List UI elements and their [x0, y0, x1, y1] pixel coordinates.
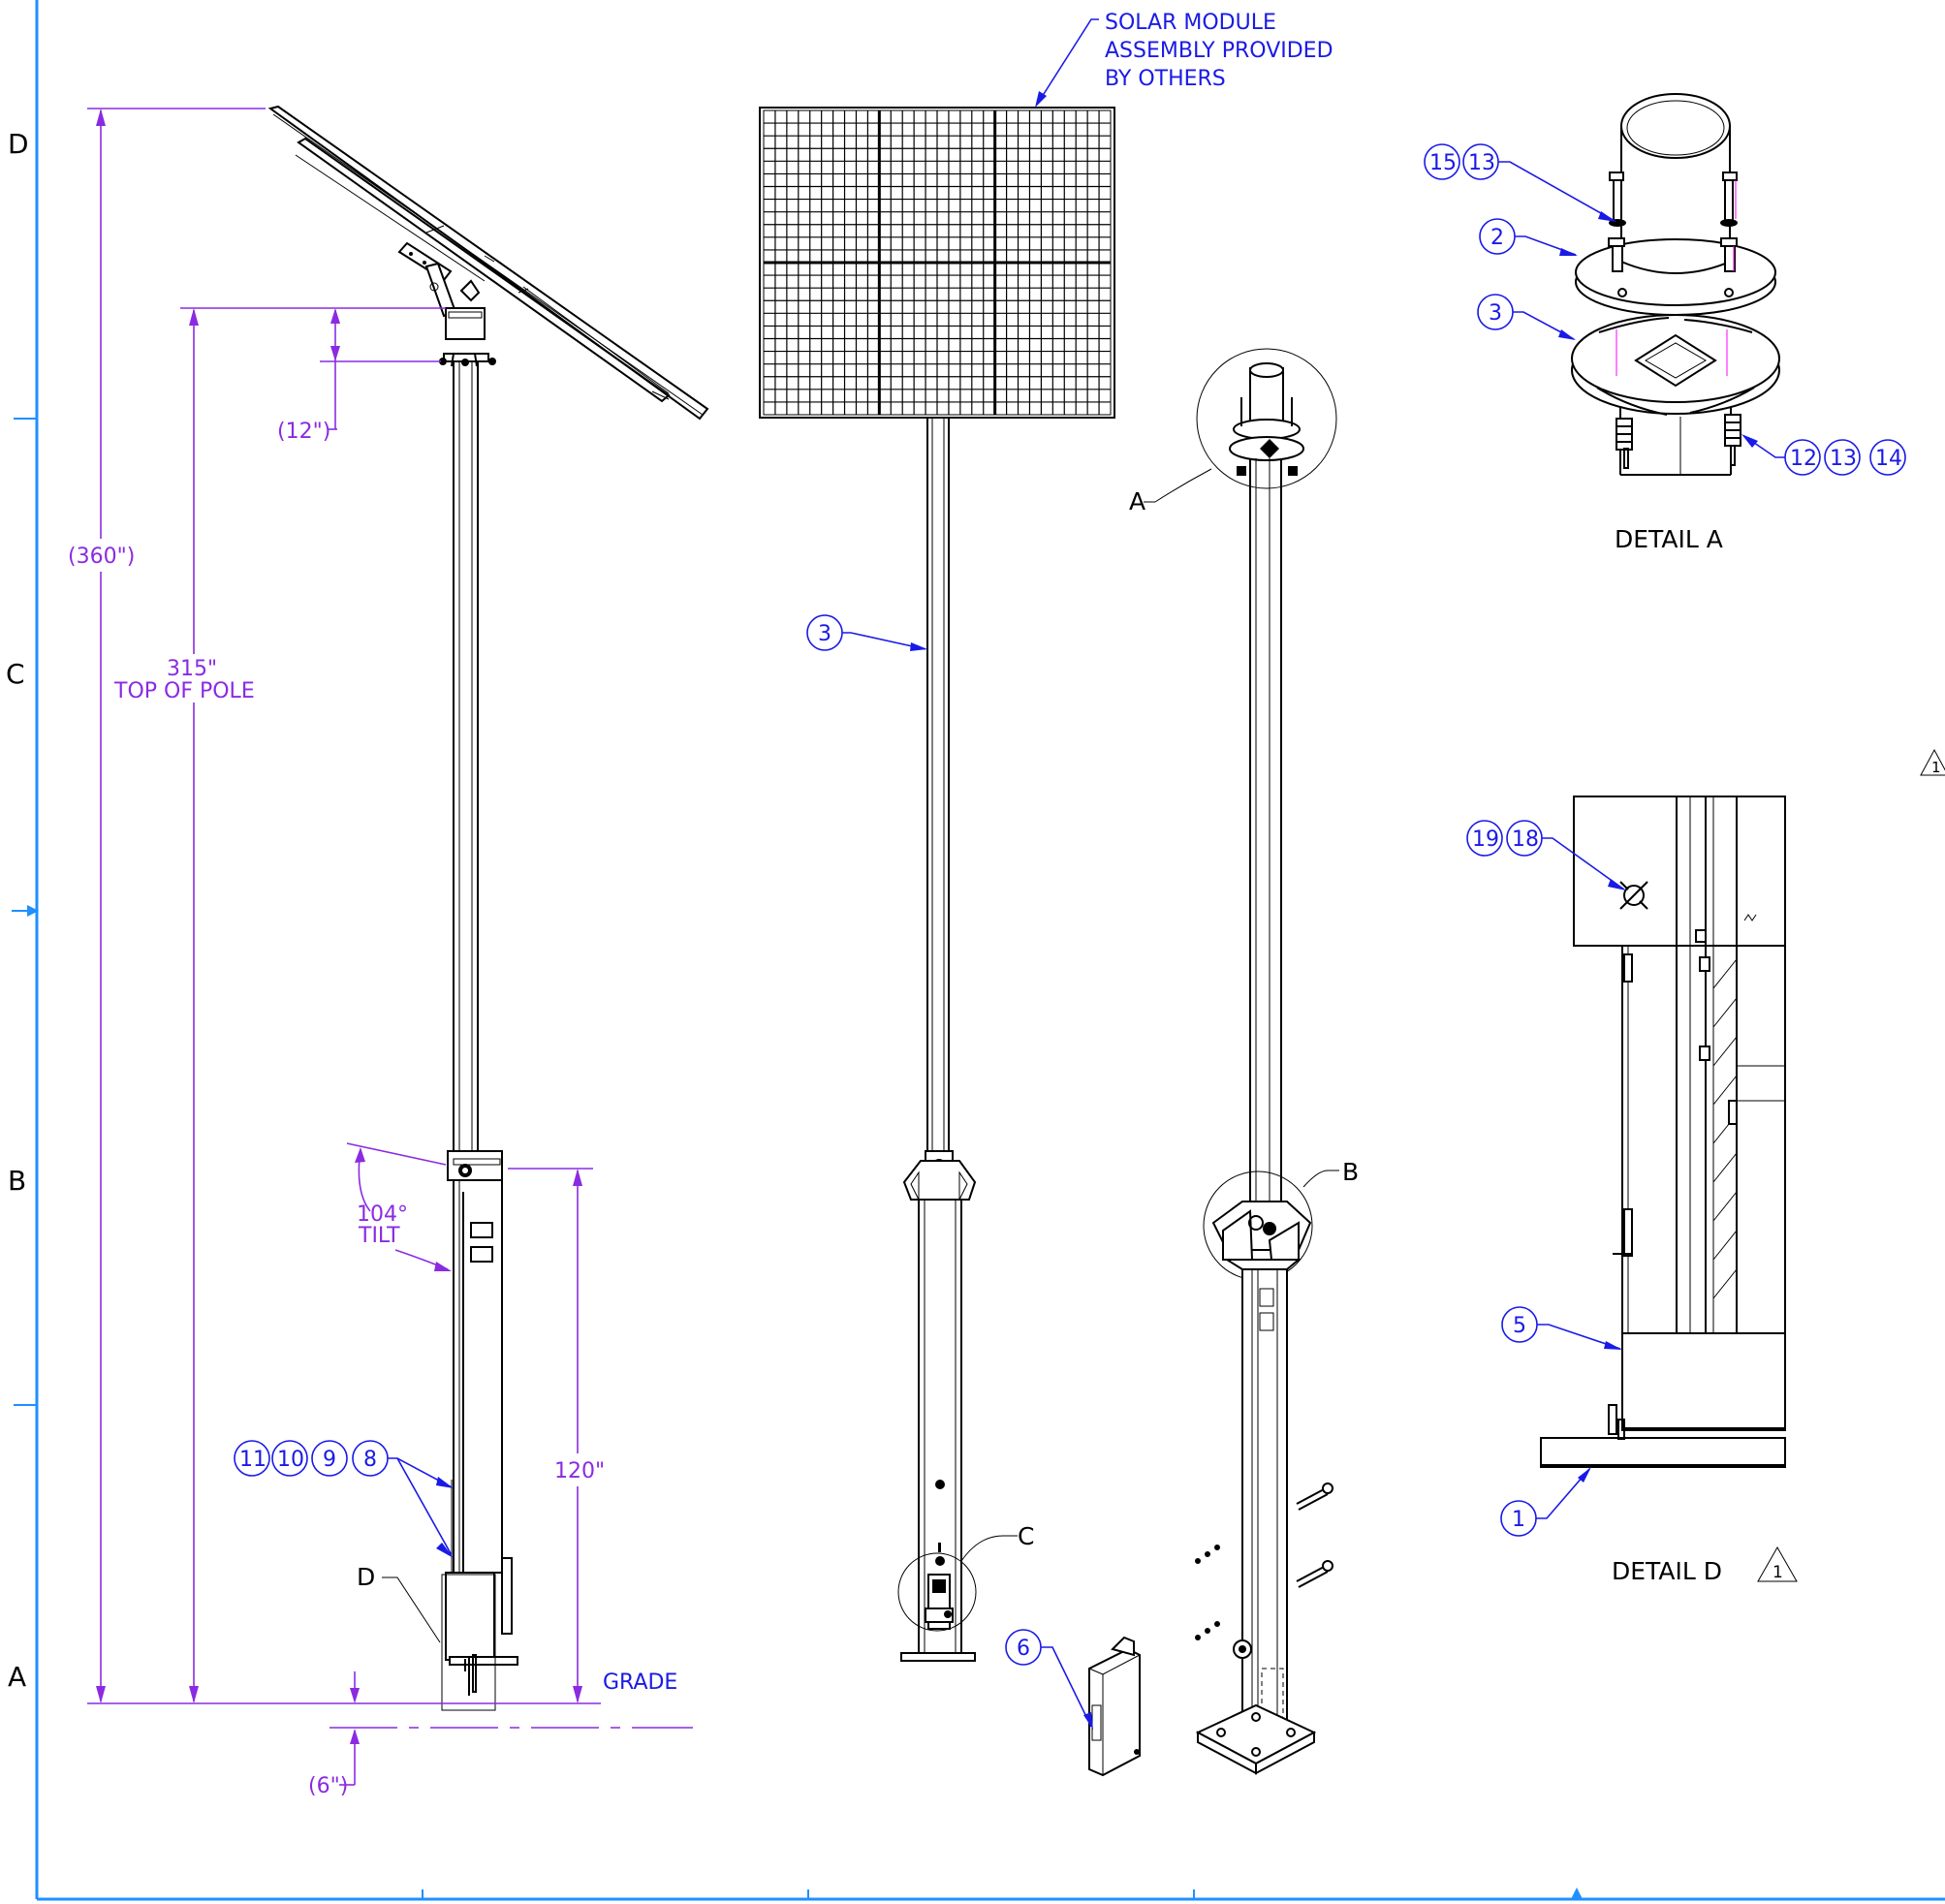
detail-d-revision-triangle: 1	[1757, 1545, 1798, 1582]
zone-label-d: D	[8, 128, 29, 160]
balloon-15: 15	[1429, 151, 1457, 175]
cabinet-height-dim: 120"	[554, 1459, 605, 1483]
pole-height-caption: TOP OF POLE	[113, 679, 255, 703]
solar-cell-grid	[764, 110, 1111, 415]
balloon-8: 8	[363, 1448, 377, 1472]
front-pole-balloon: 3	[806, 614, 927, 651]
balloon-1: 1	[1512, 1508, 1525, 1532]
detail-c-reference: C	[1018, 1522, 1034, 1550]
svg-text:1: 1	[1772, 1563, 1783, 1582]
solar-note-line-2: ASSEMBLY PROVIDED	[1105, 39, 1333, 63]
zone-label-c: C	[6, 658, 25, 690]
bracket-offset-dim: (12")	[277, 420, 330, 444]
edge-revision-triangle: 1	[1920, 748, 1945, 776]
balloon-11: 11	[239, 1448, 267, 1472]
balloon-14: 14	[1875, 447, 1902, 471]
balloon-5: 5	[1513, 1314, 1526, 1338]
overall-height-dim: (360")	[68, 545, 135, 569]
detail-a-title: DETAIL A	[1615, 525, 1723, 553]
grade-label: GRADE	[603, 1670, 677, 1695]
balloon-3-detail: 3	[1489, 301, 1502, 326]
front-view	[759, 107, 1115, 1662]
balloon-2: 2	[1490, 226, 1504, 250]
tilt-angle-dim: 104°	[357, 1202, 408, 1227]
zone-label-b: B	[8, 1165, 26, 1197]
detail-d-balloons: 19 18 5 1	[1466, 820, 1626, 1537]
side-solar-panel	[267, 105, 709, 421]
detail-b-reference: B	[1342, 1158, 1359, 1186]
balloon-10: 10	[277, 1448, 304, 1472]
detail-a-balloons: 15 13 2 3 12 13 14	[1424, 143, 1906, 476]
balloon-18: 18	[1512, 827, 1539, 852]
solar-note-line-1: SOLAR MODULE	[1105, 11, 1276, 35]
balloon-13-upper: 13	[1468, 151, 1495, 175]
balloon-9: 9	[323, 1448, 336, 1472]
balloon-3-pole: 3	[818, 622, 831, 646]
balloon-19: 19	[1472, 827, 1499, 852]
zone-label-a: A	[8, 1661, 26, 1693]
side-hardware-balloons: 11 10 9 8	[234, 1440, 454, 1558]
side-view	[267, 105, 709, 1711]
tilt-caption: TILT	[358, 1224, 400, 1248]
detail-d-reference: D	[357, 1563, 375, 1591]
junction-box: 6	[1005, 1629, 1141, 1777]
balloon-13-lower: 13	[1830, 447, 1857, 471]
drawing-border	[12, 0, 1945, 1901]
balloon-6: 6	[1017, 1637, 1030, 1661]
detail-d-drawing	[1540, 796, 1786, 1468]
solar-note-line-3: BY OTHERS	[1105, 67, 1226, 91]
side-view-dimensions	[66, 108, 693, 1786]
pole-height-dim: 315"	[167, 657, 217, 681]
iso-view	[1144, 348, 1339, 1775]
solar-module-note: SOLAR MODULE ASSEMBLY PROVIDED BY OTHERS	[1035, 11, 1333, 108]
svg-text:1: 1	[1931, 759, 1941, 776]
embed-depth-dim: (6")	[308, 1774, 348, 1798]
balloon-12: 12	[1790, 447, 1817, 471]
detail-d-title: DETAIL D	[1612, 1557, 1722, 1585]
detail-a-reference: A	[1129, 487, 1145, 515]
detail-a-drawing	[1571, 93, 1780, 476]
